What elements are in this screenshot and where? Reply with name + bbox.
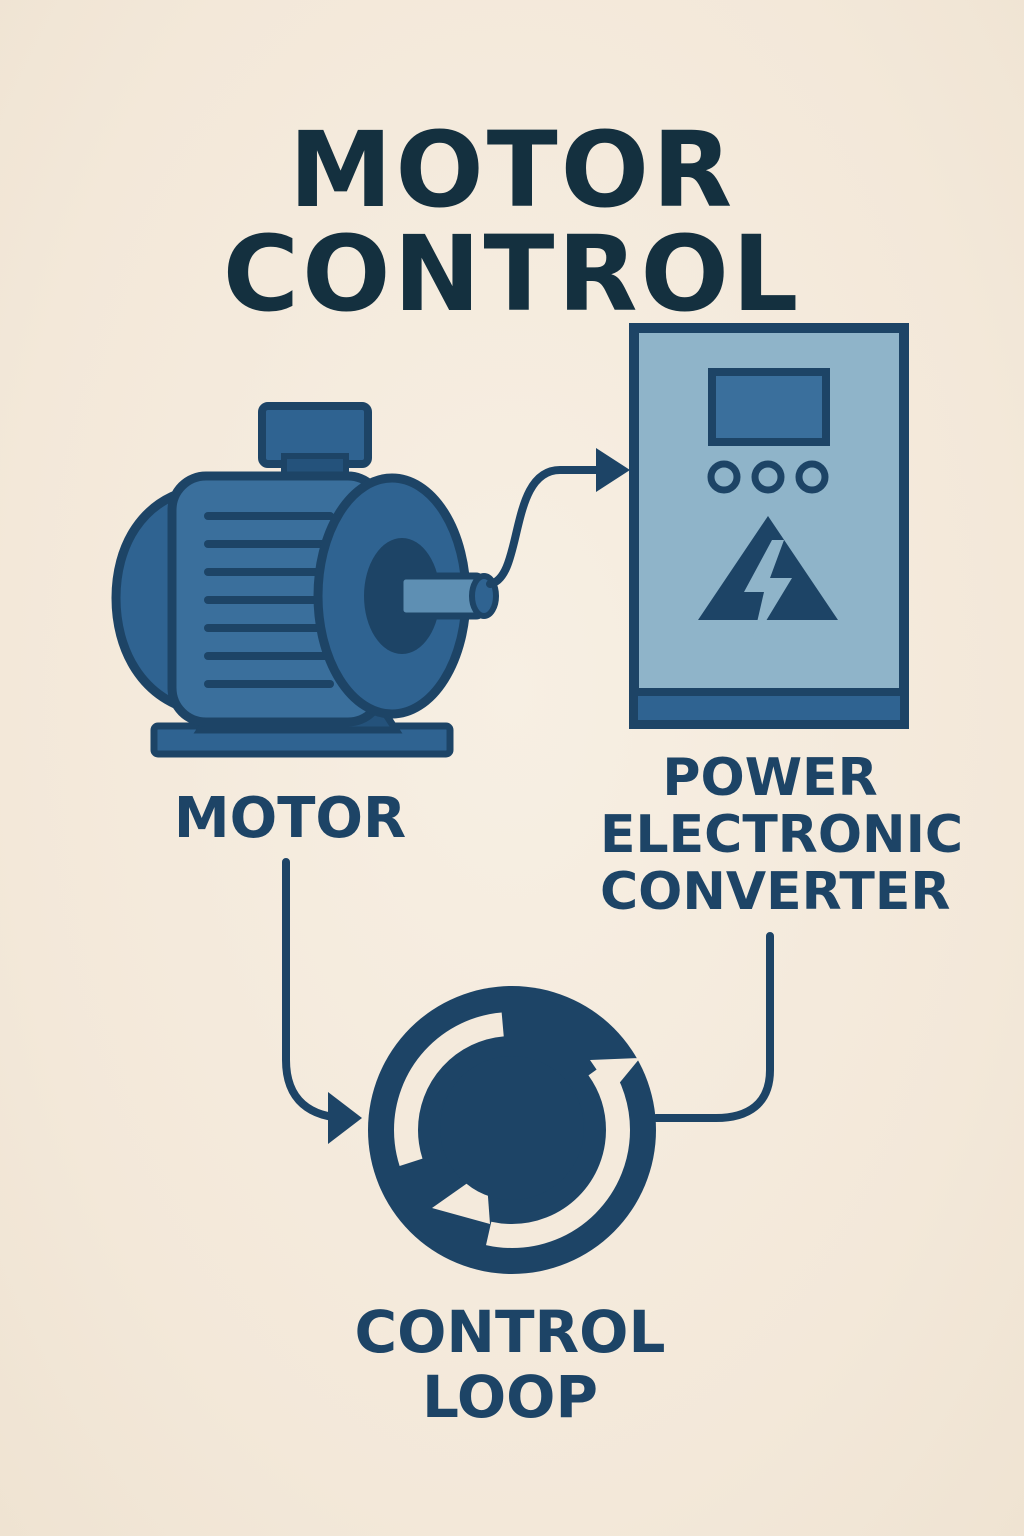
control-loop-label-line: CONTROL [354, 1298, 666, 1366]
control-loop-label: CONTROL LOOP [340, 1300, 680, 1430]
arrow-motor-to-loop [282, 858, 352, 1122]
circular-arrows-icon [368, 986, 656, 1274]
page-title: MOTOR CONTROL [222, 109, 802, 335]
control-loop-label-line: LOOP [421, 1362, 598, 1431]
converter-label-line: POWER [662, 748, 878, 808]
electric-motor-icon [111, 402, 499, 758]
motor-label: MOTOR [173, 786, 407, 851]
control-cabinet-icon [629, 323, 909, 729]
converter-label-line: CONVERTER [600, 862, 951, 923]
converter-label-line: ELECTRONIC [600, 805, 964, 866]
line-converter-to-loop [652, 932, 774, 1122]
lightning-bolt-icon [744, 540, 792, 644]
converter-label: POWER ELECTRONIC CONVERTER [600, 748, 964, 923]
arrow-motor-to-converter [486, 466, 626, 588]
